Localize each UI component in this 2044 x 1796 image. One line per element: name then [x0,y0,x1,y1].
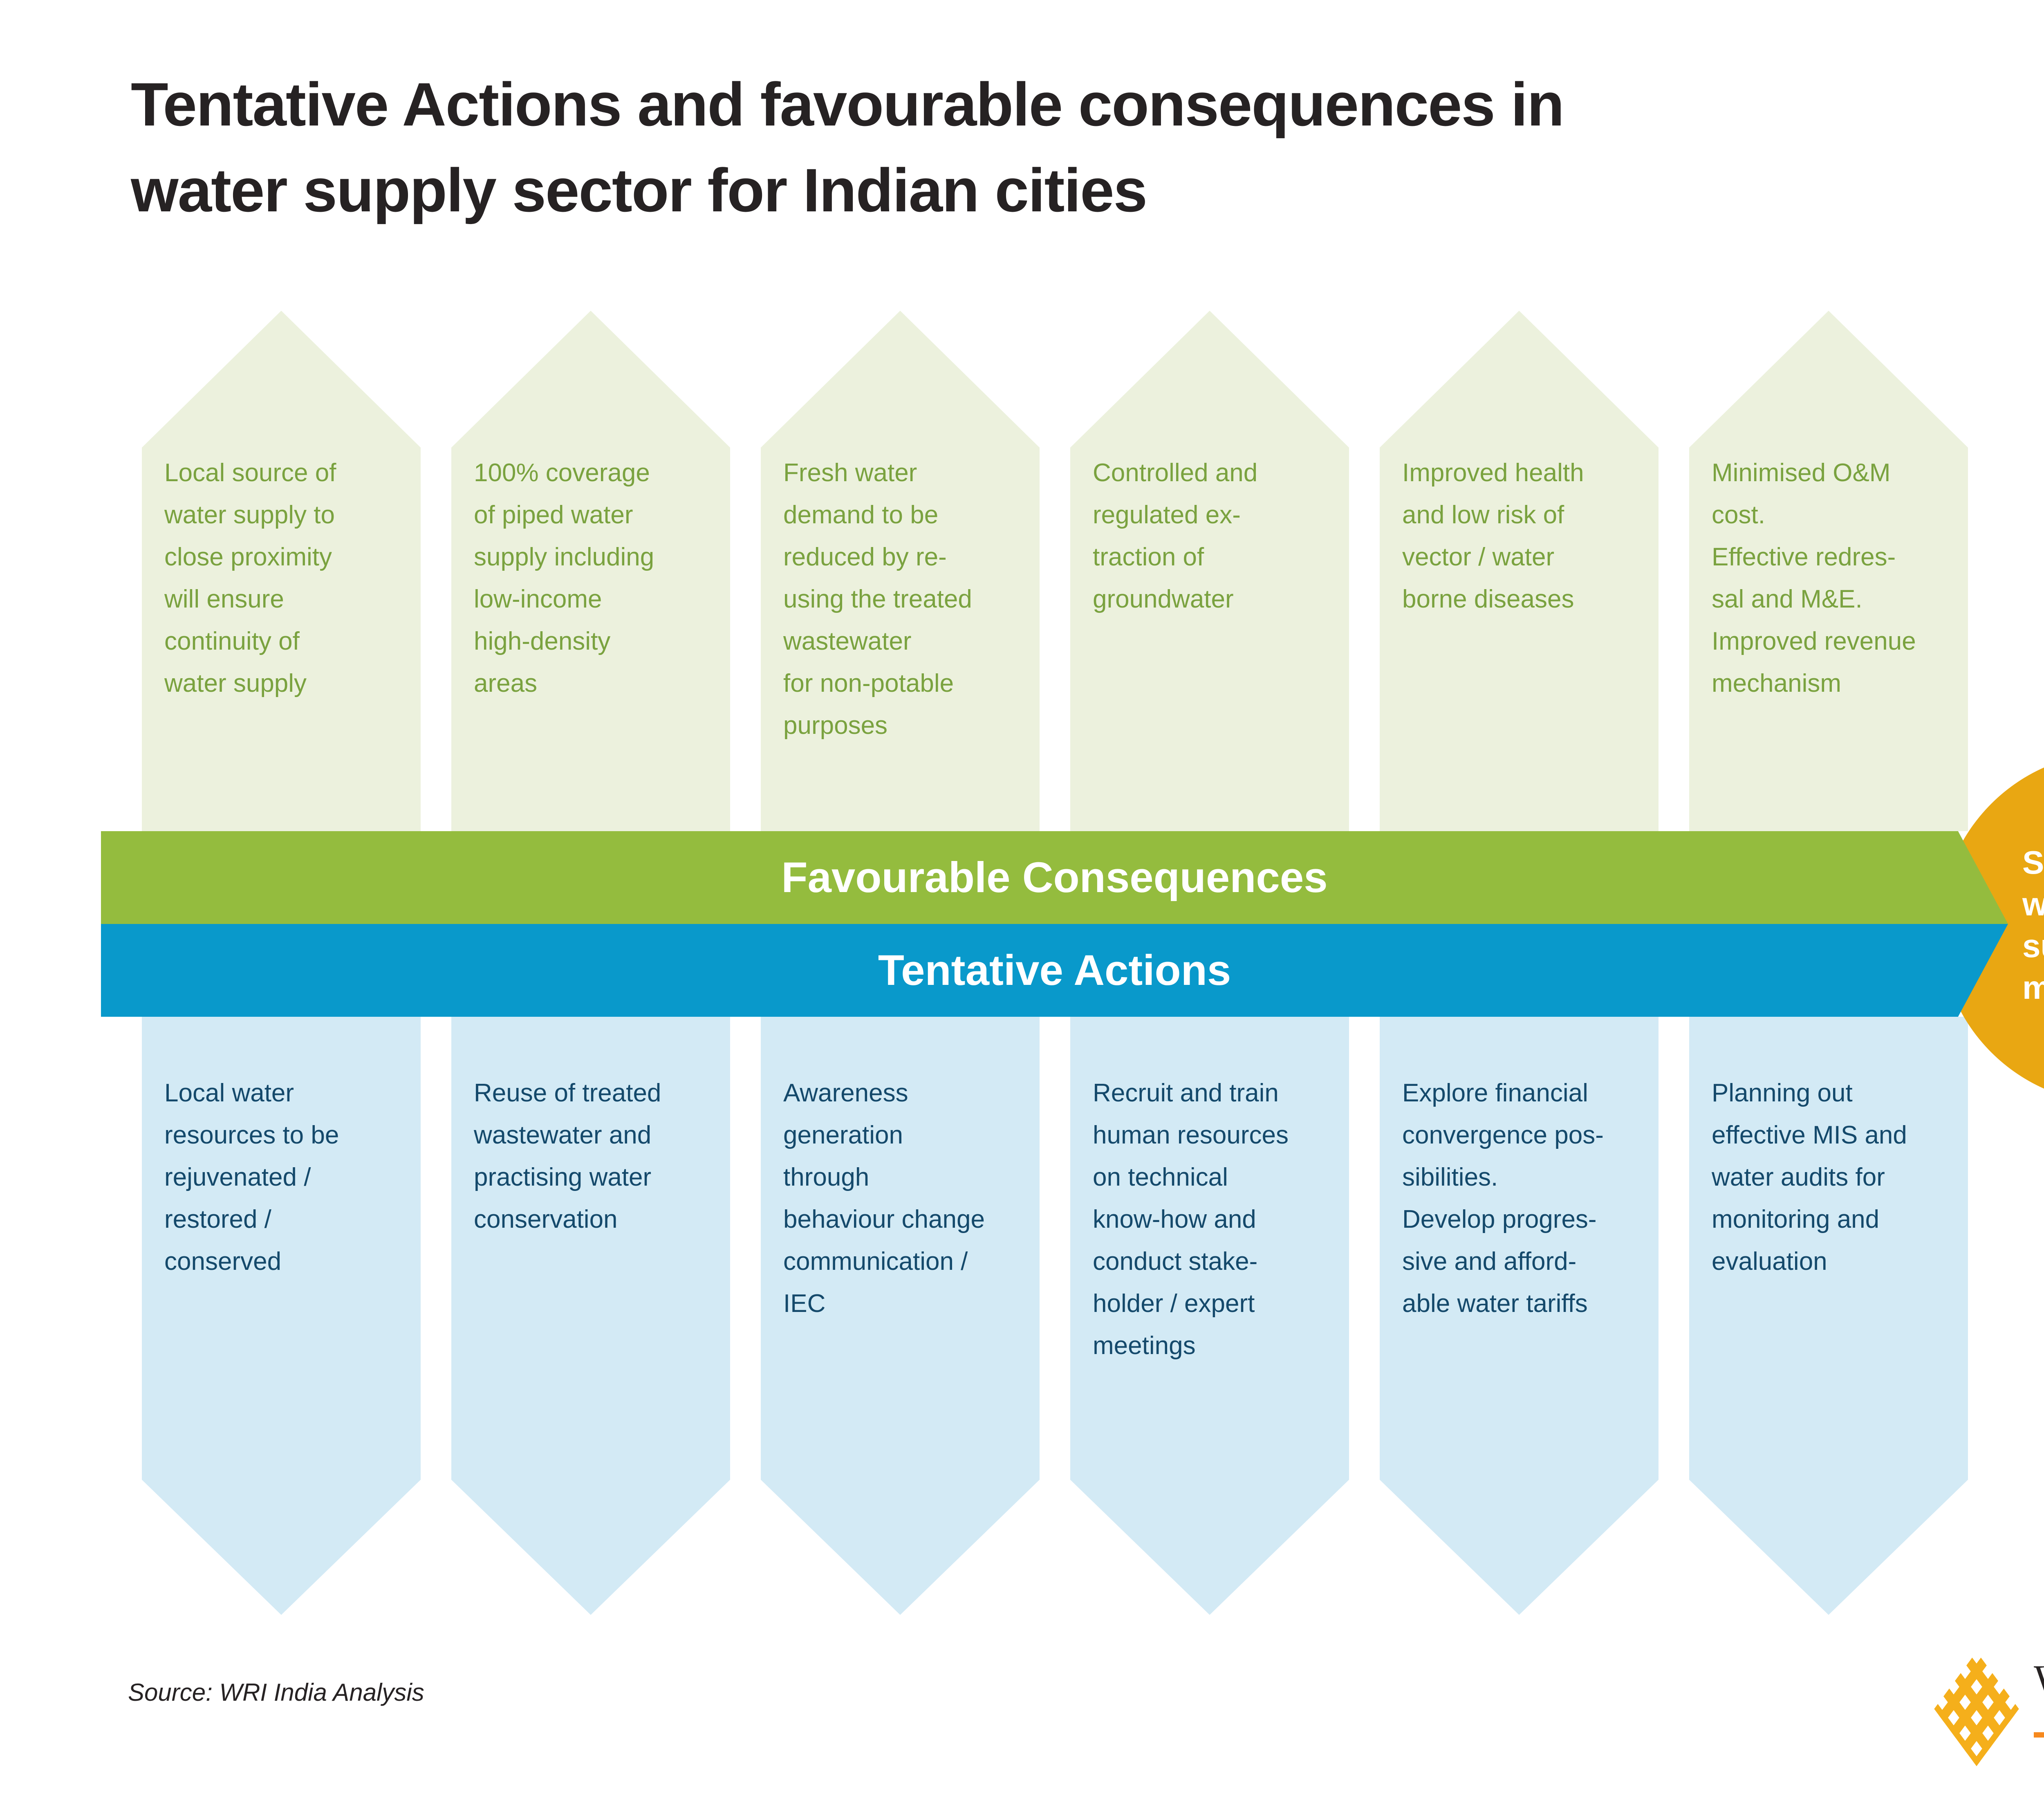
wri-india-logo: WRI INDIA ROSS CENTER [1934,1648,2044,1774]
consequence-text-2: 100% coverage of piped water supply incl… [474,459,654,697]
consequence-text-5: Improved health and low risk of vector /… [1402,459,1584,613]
action-arrow-5: Explore financial convergence pos- sibil… [1380,1017,1659,1615]
consequence-text-4: Controlled and regulated ex- traction of… [1093,459,1258,613]
consequence-text-3: Fresh water demand to be reduced by re- … [783,459,972,740]
action-text-2: Reuse of treated wastewater and practisi… [474,1079,661,1233]
action-text-4: Recruit and train human resources on tec… [1093,1079,1289,1360]
consequence-text-6: Minimised O&M cost. Effective redres- sa… [1712,459,1916,697]
tentative-actions-band: Tentative Actions [101,924,2008,1017]
action-text-1: Local water resources to be rejuvenated … [164,1079,339,1276]
source-note: Source: WRI India Analysis [128,1679,424,1706]
consequence-arrow-2: 100% coverage of piped water supply incl… [451,311,730,831]
consequence-arrow-4: Controlled and regulated ex- traction of… [1070,311,1349,831]
consequence-arrow-5: Improved health and low risk of vector /… [1380,311,1659,831]
wri-india-wordmark: WRI INDIA [2034,1656,2044,1703]
action-arrow-3: Awareness generation through behaviour c… [761,1017,1040,1615]
wri-lattice-icon [1934,1652,2019,1766]
action-arrow-2: Reuse of treated wastewater and practisi… [451,1017,730,1615]
consequence-arrow-3: Fresh water demand to be reduced by re- … [761,311,1040,831]
action-arrow-1: Local water resources to be rejuvenated … [142,1017,421,1615]
action-text-3: Awareness generation through behaviour c… [783,1079,985,1318]
action-text-5: Explore financial convergence pos- sibil… [1402,1079,1604,1318]
logo-dash [2034,1732,2044,1738]
favourable-consequences-band: Favourable Consequences [101,831,2008,924]
action-text-6: Planning out effective MIS and water aud… [1712,1079,1907,1276]
consequence-text-1: Local source of water supply to close pr… [164,459,336,697]
consequence-arrow-1: Local source of water supply to close pr… [142,311,421,831]
favourable-consequences-label: Favourable Consequences [781,853,1328,901]
goal-circle-text: Sustainable water supply management [2022,844,2044,1006]
action-arrow-6: Planning out effective MIS and water aud… [1689,1017,1968,1615]
tentative-actions-label: Tentative Actions [878,946,1231,994]
page-title: Tentative Actions and favourable consequ… [131,70,1564,224]
action-arrow-4: Recruit and train human resources on tec… [1070,1017,1349,1615]
consequence-arrow-6: Minimised O&M cost. Effective redres- sa… [1689,311,1968,831]
